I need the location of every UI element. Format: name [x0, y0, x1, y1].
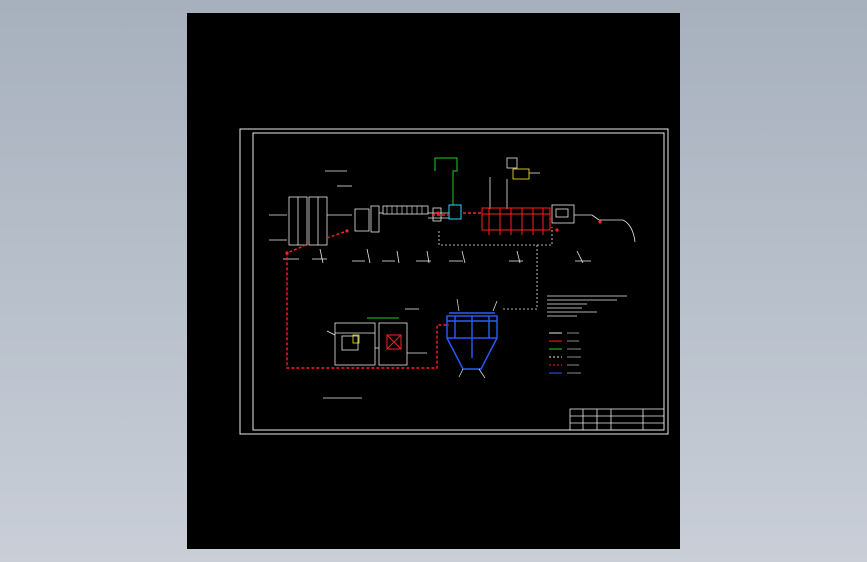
blue-thickener — [446, 312, 498, 370]
outer-frame — [239, 128, 669, 435]
conveyor-hatching — [386, 206, 423, 214]
lower-process-line — [323, 308, 427, 399]
notes-block — [547, 295, 627, 317]
cyan-dosing-tank — [448, 204, 462, 220]
legend — [549, 332, 581, 374]
cad-drawing — [239, 128, 669, 435]
yellow-dosing-unit — [489, 157, 540, 209]
title-block — [569, 408, 665, 431]
red-reactor — [481, 207, 552, 235]
yellow-small-block — [352, 334, 360, 344]
thickener-leaders — [456, 298, 498, 379]
upper-process-line — [269, 170, 636, 310]
red-markers — [285, 211, 602, 255]
red-sludge-line — [286, 212, 482, 369]
lower-red-block — [386, 334, 402, 350]
inner-frame — [252, 132, 665, 431]
cad-viewport[interactable] — [187, 13, 680, 549]
green-dosing-line — [434, 157, 458, 205]
